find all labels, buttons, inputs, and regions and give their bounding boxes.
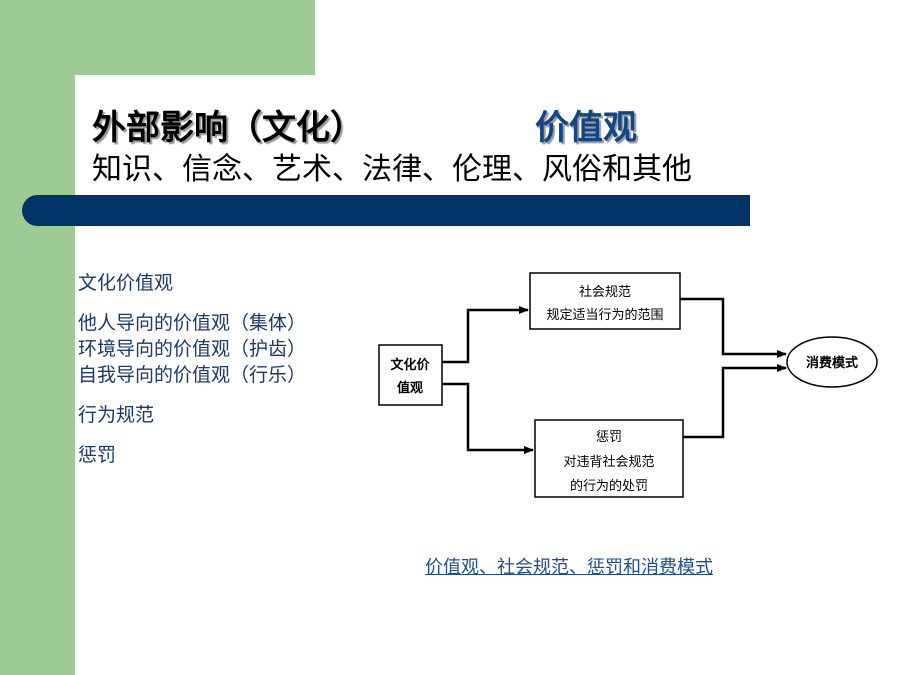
navy-divider-bar: [22, 195, 750, 226]
list-punishment: 惩罚: [78, 444, 117, 466]
source-label: 文化价: [390, 357, 430, 373]
norms-title: 社会规范: [579, 284, 631, 300]
flow-diagram: 文化价 值观 社会规范 规定适当行为的范围 惩罚 对违背社会规范 的行为的处罚 …: [378, 272, 878, 498]
list-norms: 行为规范: [78, 404, 155, 426]
values-list: 文化价值观 他人导向的价值观（集体） 环境导向的价值观（护齿） 自我导向的价值观…: [78, 270, 306, 468]
arrow-source-to-norms: [442, 306, 529, 364]
list-heading: 文化价值观: [78, 272, 174, 294]
diagram-caption: 价值观、社会规范、惩罚和消费模式: [425, 557, 713, 578]
content-panel: [75, 75, 900, 675]
punishment-desc: 对违背社会规范: [563, 454, 654, 470]
arrow-source-to-punishment: [442, 382, 534, 454]
subtitle: 知识、信念、艺术、法律、伦理、风俗和其他: [92, 152, 692, 187]
norms-desc: 规定适当行为的范围: [546, 307, 663, 323]
page-title: 外部影响（文化）: [92, 108, 364, 148]
source-box: [378, 344, 443, 406]
title-row: 外部影响（文化）: [92, 100, 364, 149]
source-label: 值观: [397, 380, 423, 396]
arrow-norms-to-pattern: [680, 297, 787, 358]
consumption-pattern-node: [786, 336, 878, 388]
norms-box: [529, 272, 681, 330]
title-accent: 价值观: [535, 108, 637, 148]
list-item: 环境导向的价值观（护齿）: [78, 338, 307, 360]
consumption-pattern-label: 消费模式: [806, 355, 858, 371]
punishment-desc: 的行为的处罚: [570, 478, 648, 494]
list-item: 自我导向的价值观（行乐）: [78, 364, 307, 386]
green-top-band: [0, 0, 315, 75]
green-left-band: [0, 0, 75, 675]
punishment-title: 惩罚: [596, 430, 622, 445]
arrow-punishment-to-pattern: [683, 364, 787, 439]
list-item: 他人导向的价值观（集体）: [78, 312, 307, 334]
punishment-box: [534, 419, 684, 498]
